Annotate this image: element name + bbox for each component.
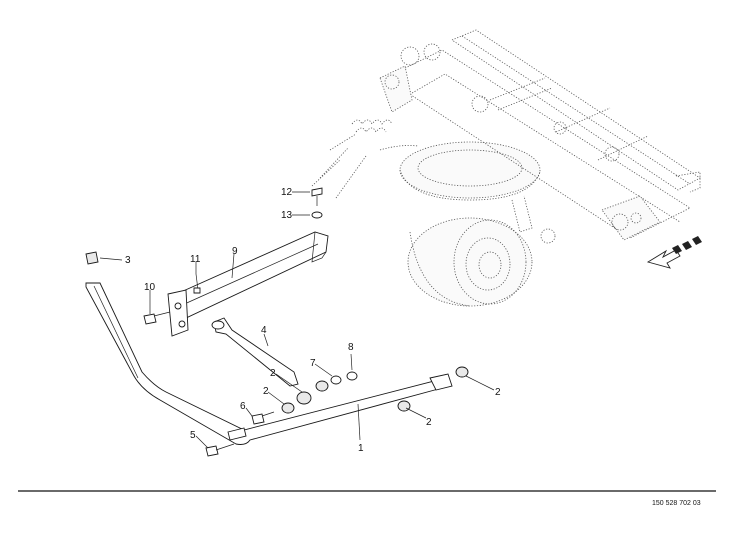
callout-2: 2	[495, 387, 501, 398]
callout-4: 4	[261, 325, 267, 336]
part-5-bolt	[205, 443, 235, 457]
part-8-nut	[346, 371, 358, 381]
part-12-bolt	[311, 187, 323, 206]
travel-direction-arrow-icon	[646, 236, 702, 269]
callout-5: 5	[190, 430, 196, 441]
part-9-support-arm	[167, 231, 329, 337]
callout-8: 8	[348, 342, 354, 353]
callout-2: 2	[263, 386, 269, 397]
part-3-cap	[85, 251, 99, 265]
callout-2: 2	[426, 417, 432, 428]
callout-12: 12	[281, 187, 293, 198]
part-11-pin	[193, 273, 201, 294]
callout-13: 13	[281, 210, 293, 221]
callout-9: 9	[232, 246, 238, 257]
part-10-bolt	[143, 311, 171, 325]
callout-7: 7	[310, 358, 316, 369]
document-number: 150 528 702 03	[652, 500, 701, 507]
background-machine-assembly	[311, 29, 702, 307]
part-2-bushings	[281, 366, 469, 414]
callout-3: 3	[125, 255, 131, 266]
callout-10: 10	[144, 282, 156, 293]
callout-2: 2	[270, 368, 276, 379]
part-13-nut	[311, 211, 323, 219]
leader-lines	[99, 191, 495, 449]
part-4-linkage-rod	[211, 317, 299, 387]
part-1-bent-tube	[85, 282, 453, 445]
part-6-bolt	[251, 411, 275, 425]
part-7-washer	[330, 375, 342, 385]
callout-11: 11	[190, 254, 201, 265]
callout-1: 1	[358, 443, 364, 454]
callout-6: 6	[240, 401, 246, 412]
